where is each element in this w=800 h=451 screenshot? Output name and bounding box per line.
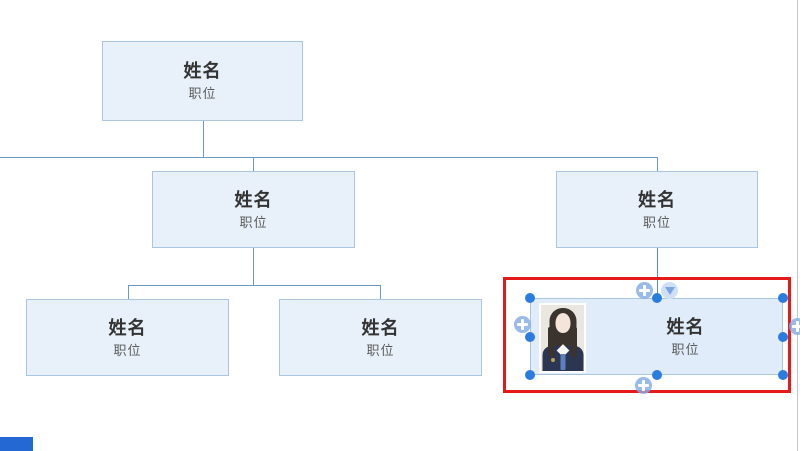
node-name-label: 姓名 — [234, 189, 273, 210]
resize-handle-bottom-center[interactable] — [652, 370, 662, 380]
resize-handle-top-right[interactable] — [778, 293, 788, 303]
node-name-label: 姓名 — [183, 61, 222, 81]
node-title-label: 职位 — [239, 214, 268, 230]
node-name-label: 姓名 — [108, 317, 147, 338]
resize-handle-middle-right[interactable] — [778, 332, 788, 342]
connector-line — [253, 248, 254, 286]
org-node-l2-right[interactable]: 姓名 职位 — [556, 171, 758, 248]
plus-icon — [636, 282, 653, 299]
tie-shape — [560, 354, 565, 370]
add-node-right-button[interactable] — [789, 318, 800, 335]
org-node-root[interactable]: 姓名 职位 — [102, 41, 303, 121]
resize-handle-top-center[interactable] — [652, 293, 662, 303]
plus-icon — [514, 316, 531, 333]
plus-icon — [789, 318, 800, 335]
resize-handle-bottom-right[interactable] — [778, 370, 788, 380]
node-name-label: 姓名 — [666, 316, 705, 337]
connector-line — [0, 157, 657, 158]
node-name-label: 姓名 — [361, 317, 400, 338]
resize-handle-middle-left[interactable] — [525, 332, 535, 342]
connector-line — [128, 285, 129, 300]
connector-line — [253, 157, 254, 172]
add-node-bottom-button[interactable] — [635, 377, 652, 394]
org-node-selected[interactable]: 姓名 职位 — [530, 298, 783, 375]
connector-line — [657, 157, 658, 172]
resize-handle-top-left[interactable] — [525, 293, 535, 303]
canvas-right-border — [797, 0, 798, 451]
org-node-l3-mid[interactable]: 姓名 职位 — [279, 299, 482, 376]
connector-line — [128, 285, 381, 286]
collapse-node-button[interactable] — [661, 282, 678, 299]
hair-shape — [548, 327, 554, 357]
connector-line — [657, 248, 658, 298]
hair-shape — [571, 327, 577, 357]
node-name-label: 姓名 — [638, 189, 676, 210]
org-node-l2-left[interactable]: 姓名 职位 — [152, 171, 355, 248]
add-node-left-button[interactable] — [514, 316, 531, 333]
face-shape — [555, 313, 570, 333]
resize-handle-bottom-left[interactable] — [525, 370, 535, 380]
triangle-down-icon — [664, 287, 675, 295]
plus-icon — [635, 377, 652, 394]
portrait-photo-icon — [541, 305, 584, 371]
connector-line — [380, 285, 381, 300]
node-title-label: 职位 — [642, 214, 671, 230]
member-photo — [539, 303, 586, 373]
badge-shape — [551, 358, 555, 362]
add-node-top-button[interactable] — [636, 282, 653, 299]
connector-line — [203, 120, 204, 157]
node-title-label: 职位 — [366, 342, 395, 358]
node-title-label: 职位 — [188, 86, 217, 101]
org-node-l3-left[interactable]: 姓名 职位 — [26, 299, 229, 376]
bottom-left-toolbar-fragment[interactable] — [0, 437, 33, 451]
node-title-label: 职位 — [113, 342, 142, 358]
node-title-label: 职位 — [671, 341, 700, 357]
